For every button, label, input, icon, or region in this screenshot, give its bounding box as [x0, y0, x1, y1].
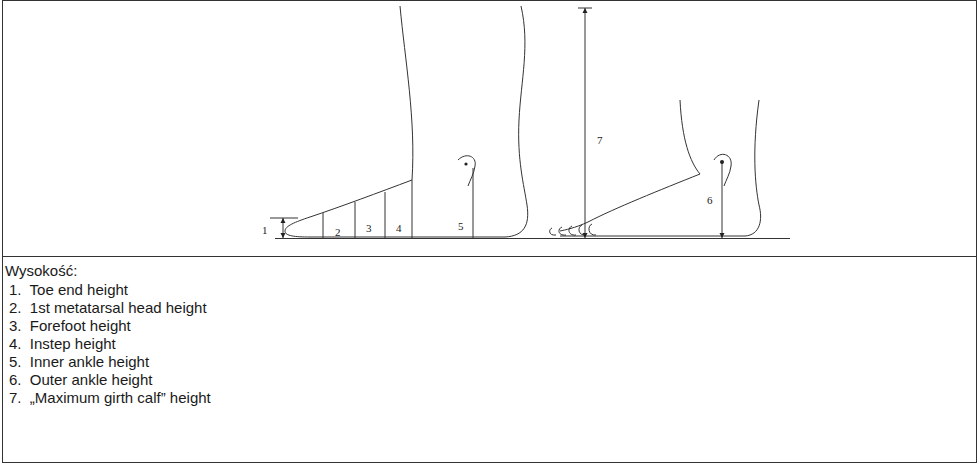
dimension-line — [722, 162, 723, 238]
callout-number: 6 — [707, 194, 713, 206]
ankle-point — [464, 162, 467, 165]
dimension-line — [355, 202, 356, 238]
divider — [3, 256, 977, 257]
callout-number: 4 — [396, 222, 402, 234]
frame — [3, 1, 977, 463]
caption-list-item: 4. Instep height — [9, 335, 116, 353]
dimension-line — [585, 8, 586, 238]
ankle-point — [720, 160, 724, 164]
callout-number: 3 — [366, 222, 372, 234]
callout-number: 2 — [335, 226, 341, 238]
caption-list-item: 5. Inner ankle height — [9, 353, 149, 371]
caption-heading: Wysokość: — [5, 262, 77, 280]
arrowhead — [281, 218, 286, 238]
ground-line — [540, 238, 790, 239]
caption-list-item: 6. Outer ankle height — [9, 371, 152, 389]
dimension-line — [323, 213, 324, 238]
right-foot-outline — [560, 100, 761, 236]
toes — [550, 224, 596, 235]
callout-number: 1 — [262, 224, 268, 236]
outer-ankle-bone — [714, 154, 731, 186]
callout-number: 5 — [458, 220, 464, 232]
dimension-line — [412, 180, 413, 238]
left-foot-outline — [285, 6, 528, 237]
arrowhead — [583, 8, 588, 238]
caption-list-item: 1. Toe end height — [9, 281, 128, 299]
arrowhead — [720, 233, 725, 238]
dimension-tick — [270, 218, 298, 219]
callout-number: 7 — [597, 134, 603, 146]
dimension-line — [385, 192, 386, 238]
dimension-line — [473, 168, 474, 238]
caption-list-item: 7. „Maximum girth calf” height — [9, 389, 211, 407]
caption-list-item: 3. Forefoot height — [9, 317, 131, 335]
caption-list-item: 2. 1st metatarsal head height — [9, 299, 207, 317]
